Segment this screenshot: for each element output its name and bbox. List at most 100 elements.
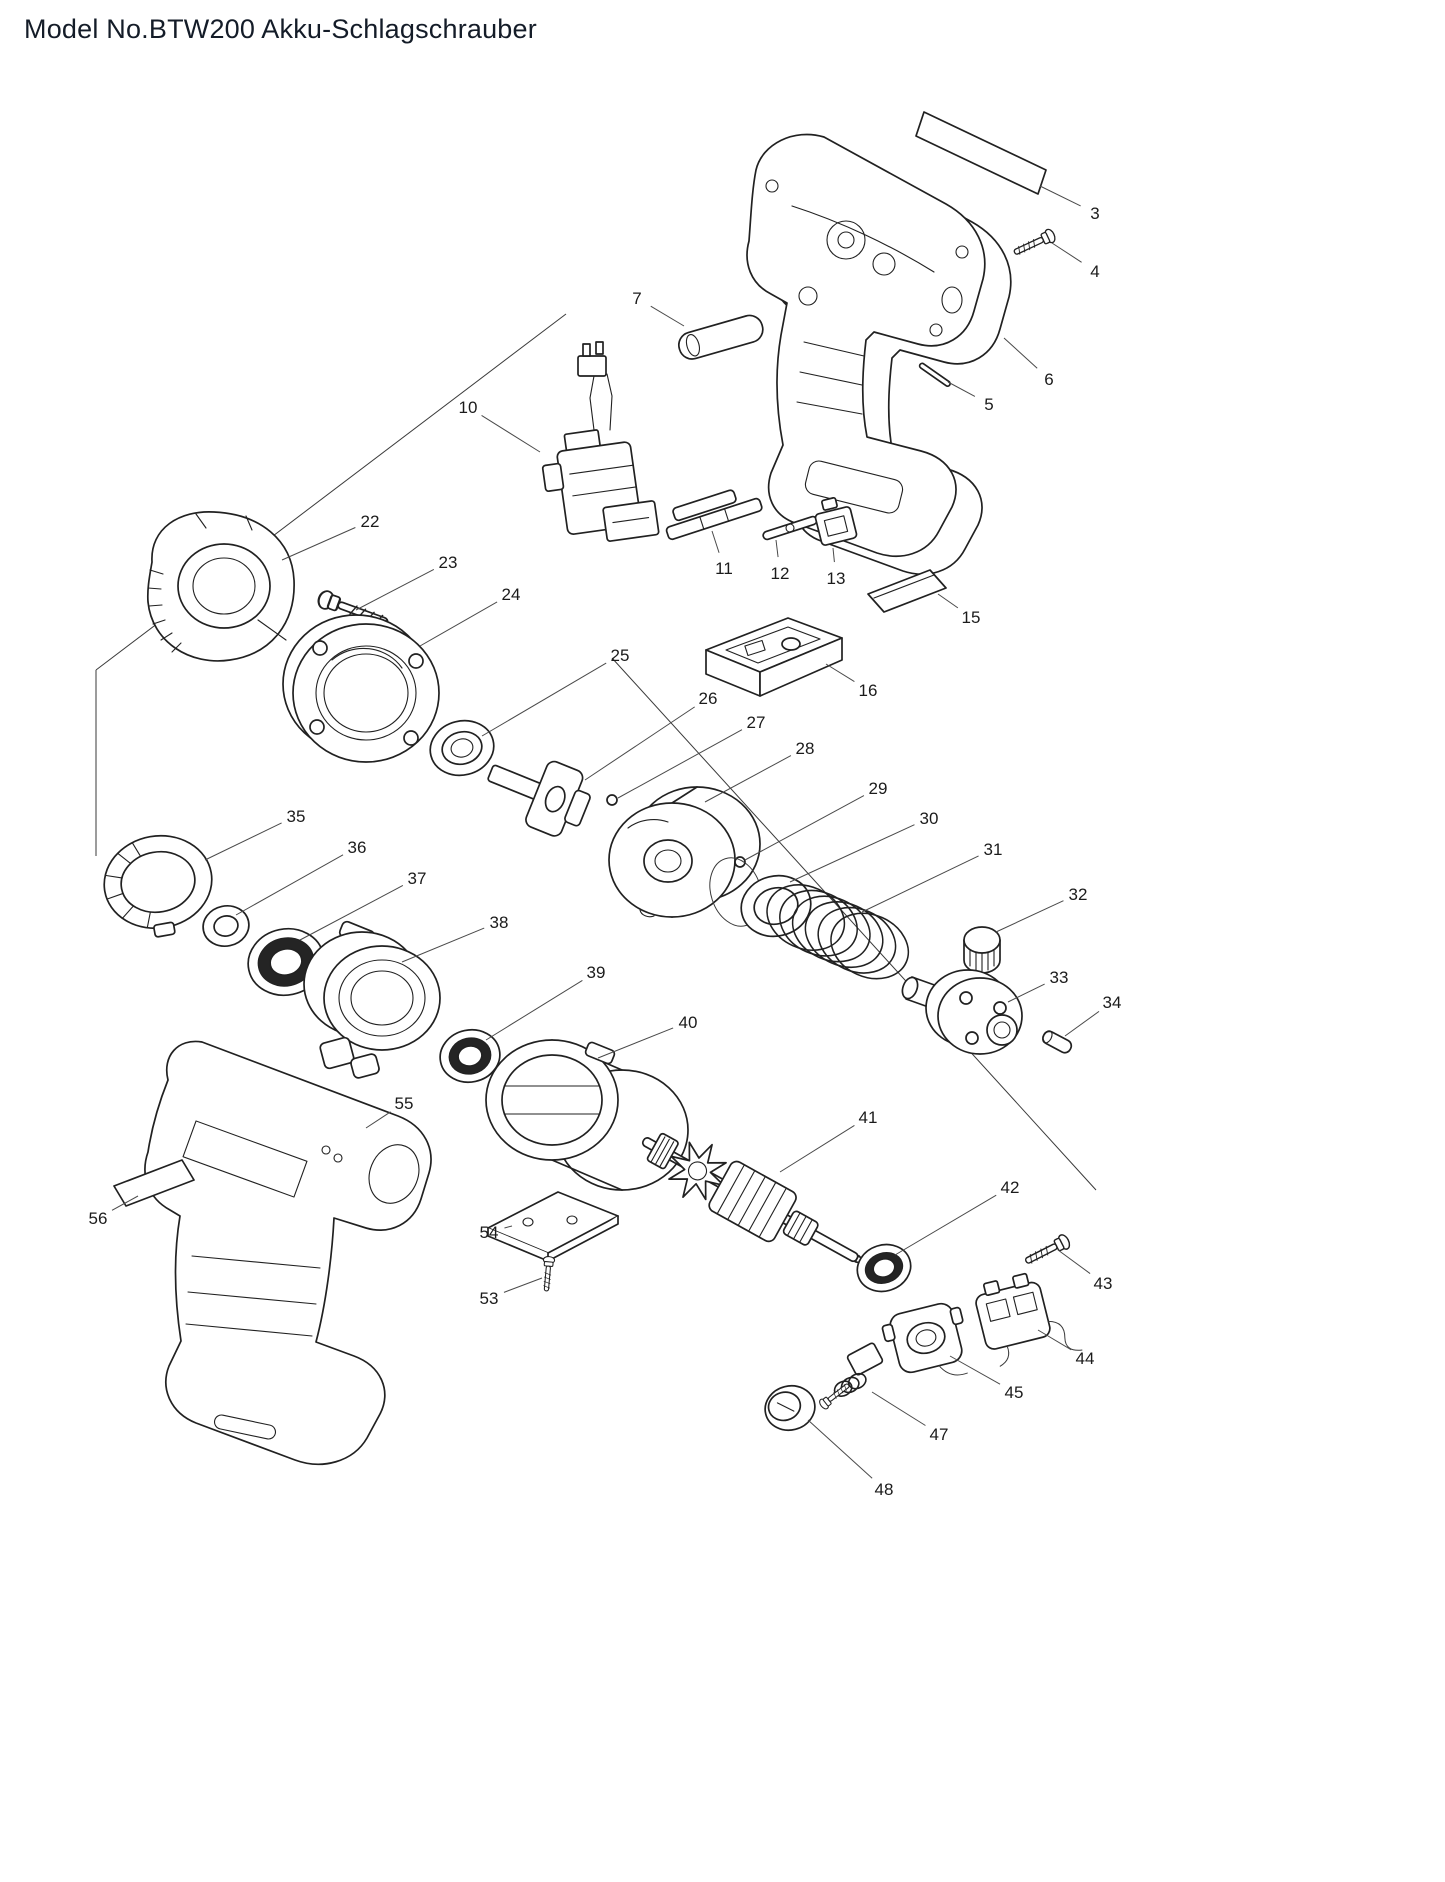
leader-line-39 xyxy=(485,979,583,1041)
leader-line-28 xyxy=(704,755,792,803)
part-nameplate-56 xyxy=(113,1159,195,1207)
part-nameplate-top xyxy=(915,111,1047,195)
part-label-22: 22 xyxy=(361,512,380,531)
part-brush-screw-47 xyxy=(817,1342,884,1412)
leader-line-3 xyxy=(1039,185,1081,207)
part-base-plate-54 xyxy=(487,1191,619,1262)
page-title: Model No.BTW200 Akku-Schlagschrauber xyxy=(24,14,537,44)
leader-line-42 xyxy=(894,1194,997,1256)
part-bearing-retainer xyxy=(881,1302,968,1376)
leader-line-23 xyxy=(355,568,435,611)
leader-line-48 xyxy=(807,1419,873,1479)
part-label-13: 13 xyxy=(827,569,846,588)
part-label-25: 25 xyxy=(611,646,630,665)
part-label-32: 32 xyxy=(1069,885,1088,904)
part-brush-holder xyxy=(975,1272,1083,1367)
leader-line-54 xyxy=(504,1225,513,1229)
leader-line-36 xyxy=(235,854,344,916)
part-screw-4 xyxy=(1011,227,1058,260)
part-label-45: 45 xyxy=(1005,1383,1024,1402)
part-label-15: 15 xyxy=(962,608,981,627)
leader-line-45 xyxy=(949,1355,1001,1385)
leader-line-40 xyxy=(597,1027,674,1059)
leader-line-34 xyxy=(1064,1010,1100,1037)
part-label-30: 30 xyxy=(920,809,939,828)
part-label-27: 27 xyxy=(747,713,766,732)
leader-line-31 xyxy=(861,855,979,913)
leader-line-38 xyxy=(401,927,485,963)
part-clip-13 xyxy=(814,496,858,546)
part-hammer-case-cover xyxy=(146,511,295,662)
part-gear-flange xyxy=(282,614,440,763)
part-label-42: 42 xyxy=(1001,1178,1020,1197)
leader-line-55 xyxy=(365,1111,391,1129)
leader-line-44 xyxy=(1037,1329,1072,1351)
part-bearing-42 xyxy=(856,1243,912,1293)
leader-line-47 xyxy=(871,1391,926,1426)
part-spindle-cam xyxy=(487,760,591,837)
leader-line-33 xyxy=(1007,983,1045,1003)
part-bearing-39 xyxy=(439,1028,501,1084)
part-anvil-assembly xyxy=(901,969,1023,1055)
part-screw-43 xyxy=(1021,1232,1073,1269)
part-steel-ball-29 xyxy=(734,856,746,868)
part-label-29: 29 xyxy=(869,779,888,798)
leader-line-30 xyxy=(789,824,915,883)
part-label-7: 7 xyxy=(632,289,641,308)
part-label-5: 5 xyxy=(984,395,993,414)
part-label-10: 10 xyxy=(459,398,478,417)
leader-line-35 xyxy=(204,822,282,861)
leader-line-6 xyxy=(1003,337,1038,369)
part-label-37: 37 xyxy=(408,869,427,888)
leader-line-22 xyxy=(281,527,356,561)
part-steel-ball-27 xyxy=(606,794,618,806)
part-spring xyxy=(766,884,910,980)
leader-line-24 xyxy=(419,601,498,647)
part-label-53: 53 xyxy=(480,1289,499,1308)
part-label-16: 16 xyxy=(859,681,878,700)
leader-line-29 xyxy=(744,795,865,861)
part-label-12: 12 xyxy=(771,564,790,583)
part-lock-plate-11 xyxy=(665,489,763,541)
part-label-43: 43 xyxy=(1094,1274,1113,1293)
part-switch-button xyxy=(677,314,764,360)
leader-line-25 xyxy=(481,662,607,737)
part-label-4: 4 xyxy=(1090,262,1099,281)
part-label-35: 35 xyxy=(287,807,306,826)
part-label-56: 56 xyxy=(89,1209,108,1228)
part-label-24: 24 xyxy=(502,585,521,604)
leader-line-26 xyxy=(584,706,695,781)
part-label-31: 31 xyxy=(984,840,1003,859)
leader-line-53 xyxy=(503,1277,543,1293)
part-label-6: 6 xyxy=(1044,370,1053,389)
leader-line-5 xyxy=(947,381,976,397)
part-switch-assembly xyxy=(541,341,660,542)
part-label-28: 28 xyxy=(796,739,815,758)
leader-line-37 xyxy=(299,885,404,941)
leader-line-43 xyxy=(1057,1249,1091,1274)
part-label-40: 40 xyxy=(679,1013,698,1032)
part-screw-53 xyxy=(540,1255,556,1292)
part-label-23: 23 xyxy=(439,553,458,572)
leader-line-13 xyxy=(832,547,835,563)
leader-line-11 xyxy=(711,530,720,553)
part-washer-36 xyxy=(202,905,250,947)
part-label-26: 26 xyxy=(699,689,718,708)
part-sleeve-40 xyxy=(485,1039,689,1191)
part-label-44: 44 xyxy=(1076,1349,1095,1368)
leader-line-12 xyxy=(775,539,779,558)
part-label-39: 39 xyxy=(587,963,606,982)
part-label-plate-15 xyxy=(867,569,947,613)
part-label-33: 33 xyxy=(1050,968,1069,987)
part-label-48: 48 xyxy=(875,1480,894,1499)
leader-line-7 xyxy=(650,305,685,327)
part-terminal-block xyxy=(705,617,843,697)
part-armature xyxy=(641,1132,869,1266)
part-pin-34 xyxy=(1042,1030,1073,1054)
leader-line-16 xyxy=(825,663,855,683)
leader-line-32 xyxy=(995,900,1064,933)
part-label-11: 11 xyxy=(715,559,733,578)
leader-line-41 xyxy=(779,1125,855,1173)
